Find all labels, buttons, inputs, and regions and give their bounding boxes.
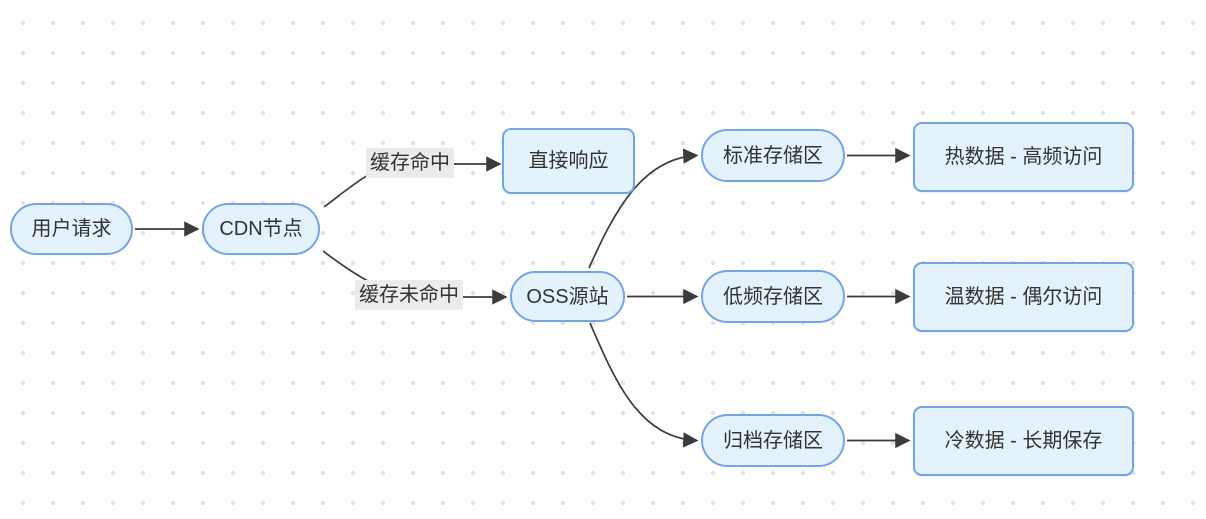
node-user-request[interactable]: 用户请求 bbox=[10, 203, 133, 255]
node-cdn-node[interactable]: CDN节点 bbox=[202, 203, 320, 255]
node-warm-data[interactable]: 温数据 - 偶尔访问 bbox=[913, 262, 1134, 332]
node-archive-storage[interactable]: 归档存储区 bbox=[701, 414, 845, 467]
node-standard-storage[interactable]: 标准存储区 bbox=[701, 129, 845, 182]
node-hot-data[interactable]: 热数据 - 高频访问 bbox=[913, 122, 1134, 192]
node-low-frequency-storage[interactable]: 低频存储区 bbox=[701, 270, 845, 323]
edge-label-cache-miss: 缓存未命中 bbox=[355, 280, 463, 310]
edge-oss-to-archive bbox=[589, 322, 699, 448]
node-direct-response[interactable]: 直接响应 bbox=[502, 128, 635, 194]
node-oss-origin[interactable]: OSS源站 bbox=[510, 271, 625, 322]
edge-label-cache-hit: 缓存命中 bbox=[366, 148, 454, 178]
node-cold-data[interactable]: 冷数据 - 长期保存 bbox=[913, 406, 1134, 476]
